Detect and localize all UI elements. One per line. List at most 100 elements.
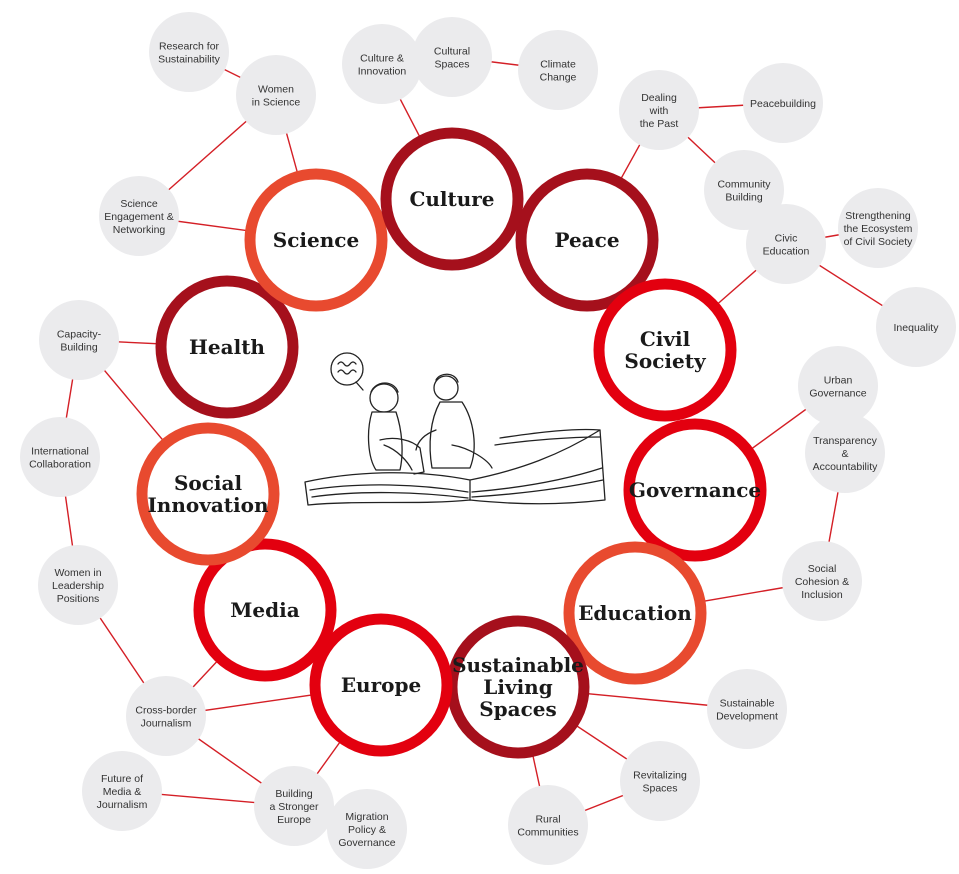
subtopic-bubble xyxy=(254,766,334,846)
theme-health: Health xyxy=(155,275,299,419)
theme-label: Science xyxy=(273,228,359,252)
subtopic-bubble xyxy=(20,417,100,497)
theme-ring xyxy=(515,168,659,312)
subtopic-transparency: Transparency&Accountability xyxy=(805,413,885,493)
subtopic-capacity-building: Capacity-Building xyxy=(39,300,119,380)
subtopic-bubble xyxy=(746,204,826,284)
subtopic-bubble xyxy=(38,545,118,625)
subtopic-bubble xyxy=(236,55,316,135)
theme-media: Media xyxy=(193,538,337,682)
subtopic-bubble xyxy=(805,413,885,493)
subtopic-label: Transparency&Accountability xyxy=(813,435,879,473)
subtopic-inequality: Inequality xyxy=(876,287,956,367)
subtopic-bubble xyxy=(619,70,699,150)
subtopic-bubble xyxy=(782,541,862,621)
theme-ring xyxy=(155,275,299,419)
theme-ring xyxy=(136,422,280,566)
theme-ring xyxy=(380,127,524,271)
subtopic-bubble xyxy=(838,188,918,268)
subtopic-bubble xyxy=(620,741,700,821)
theme-peace: Peace xyxy=(515,168,659,312)
subtopic-bubble xyxy=(743,63,823,143)
theme-ring xyxy=(623,418,767,562)
subtopic-bubble xyxy=(39,300,119,380)
theme-label: Education xyxy=(578,601,692,625)
theme-science: Science xyxy=(244,168,388,312)
people-on-book-illustration xyxy=(304,352,606,506)
theme-label: Europe xyxy=(341,673,421,697)
subtopic-label: Inequality xyxy=(894,322,940,334)
theme-label: Media xyxy=(230,598,299,622)
subtopic-bubble xyxy=(704,150,784,230)
subtopic-bubble xyxy=(798,346,878,426)
theme-label: Peace xyxy=(554,228,619,252)
theme-culture: Culture xyxy=(380,127,524,271)
subtopic-bubble xyxy=(149,12,229,92)
subtopic-culture-innovation: Culture &Innovation xyxy=(342,24,422,104)
subtopic-label: Peacebuilding xyxy=(750,98,816,110)
theme-europe: Europe xyxy=(309,613,453,757)
theme-ring xyxy=(309,613,453,757)
subtopic-bubble xyxy=(342,24,422,104)
theme-ring xyxy=(593,278,737,422)
subtopic-peacebuilding: Peacebuilding xyxy=(743,63,823,143)
subtopic-bubble xyxy=(82,751,162,831)
theme-ring xyxy=(563,541,707,685)
subtopic-bubble xyxy=(518,30,598,110)
theme-ring xyxy=(193,538,337,682)
theme-ring xyxy=(244,168,388,312)
subtopic-label: Culture &Innovation xyxy=(358,53,407,78)
theme-governance: Governance xyxy=(623,418,767,562)
subtopic-bubble xyxy=(876,287,956,367)
subtopic-bubble xyxy=(412,17,492,97)
theme-education: Education xyxy=(563,541,707,685)
subtopic-bubble xyxy=(508,785,588,865)
subtopic-bubble xyxy=(126,676,206,756)
subtopic-label: Capacity-Building xyxy=(57,329,102,354)
theme-label: Culture xyxy=(409,187,494,211)
theme-label: Health xyxy=(189,335,265,359)
